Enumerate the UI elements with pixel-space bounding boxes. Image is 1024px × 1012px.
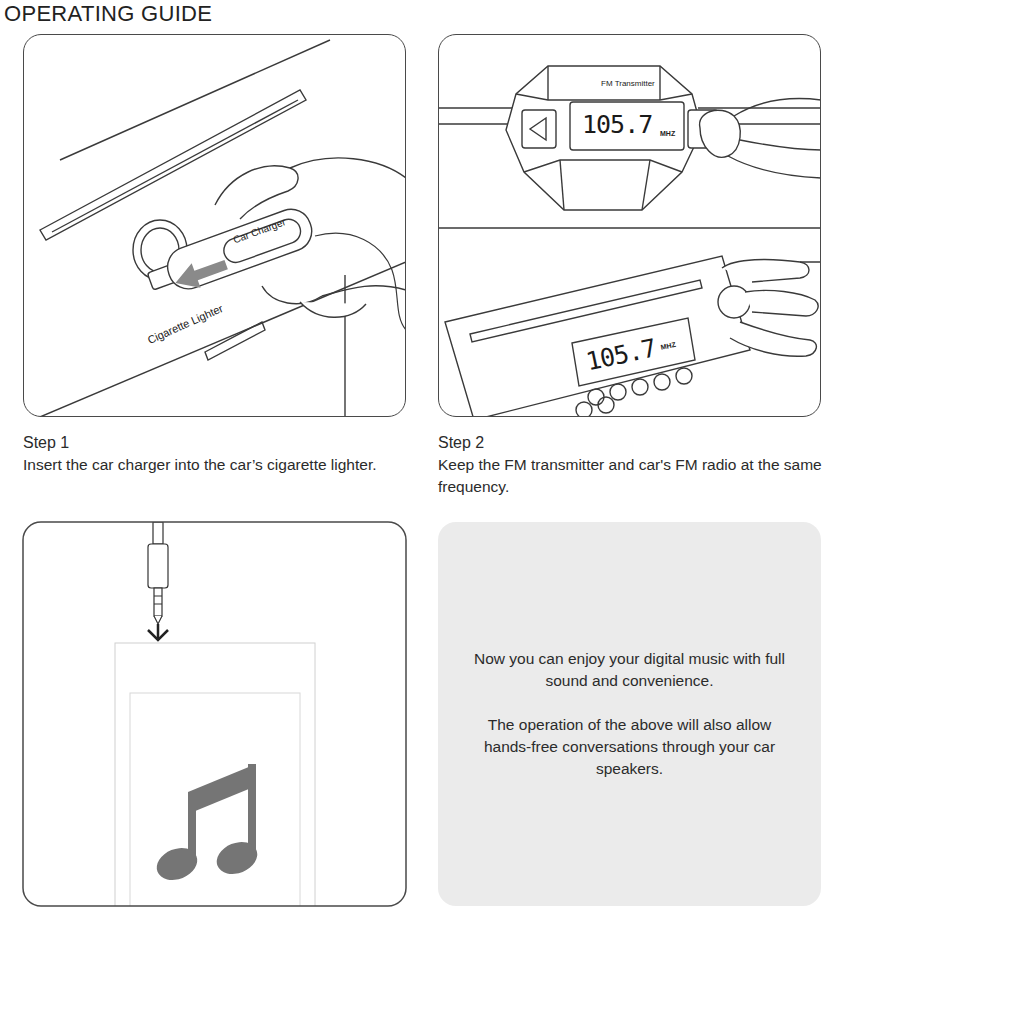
audio-plug-illustration: [115, 522, 315, 906]
display-readout: 105.7: [584, 335, 658, 374]
step-caption: Step 1Insert the car charger into the ca…: [23, 432, 425, 476]
step-caption: Step 2Keep the FM transmitter and car's …: [438, 432, 824, 498]
display-readout: 105.7: [582, 112, 652, 137]
step-heading: Step 1: [23, 432, 425, 454]
page-title: OPERATING GUIDE: [4, 1, 212, 27]
info-panel: Now you can enjoy your digital music wit…: [438, 522, 821, 906]
step-instruction: Keep the FM transmitter and car's FM rad…: [438, 454, 824, 498]
transmitter-radio-illustration: [438, 66, 821, 417]
part-label: Cigarette Lighter: [146, 303, 225, 346]
step-instruction: Insert the car charger into the car’s ci…: [23, 454, 425, 476]
info-text: The operation of the above will also all…: [465, 714, 795, 780]
info-text: Now you can enjoy your digital music wit…: [465, 648, 795, 692]
charger-illustration: [40, 40, 406, 417]
step-heading: Step 2: [438, 432, 824, 454]
part-label: MHZ: [660, 130, 675, 137]
part-label: MHZ: [660, 341, 676, 351]
step-panel: Step 1Insert the car charger into the ca…: [23, 34, 406, 417]
part-label: Car Charger: [232, 217, 287, 245]
part-label: FM Transmitter: [601, 80, 655, 88]
